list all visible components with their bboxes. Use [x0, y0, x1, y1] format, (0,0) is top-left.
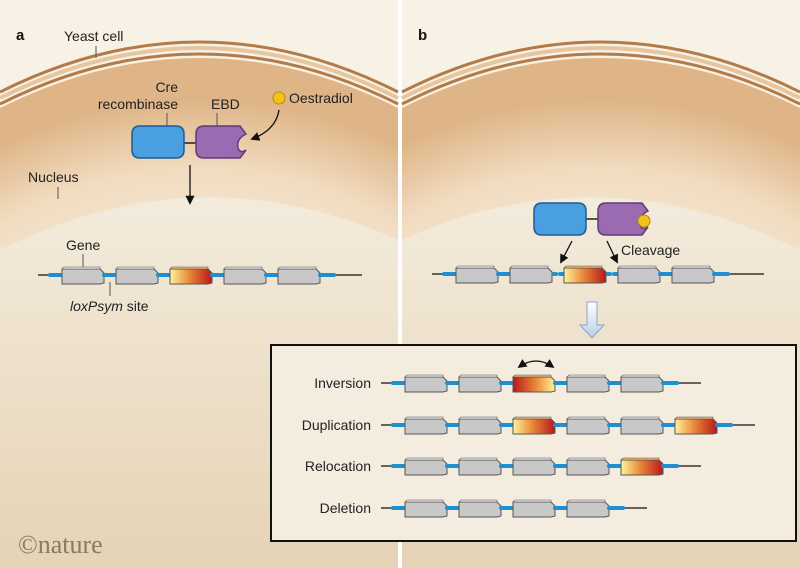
gene: [277, 266, 321, 285]
cleavage-arrow-left: [560, 240, 573, 264]
nature-logo: ©nature: [18, 530, 103, 559]
oestradiol-label: Oestradiol: [289, 90, 353, 106]
cleavage-label: Cleavage: [621, 242, 680, 258]
gene: [458, 499, 502, 518]
nucleus-label: Nucleus: [28, 169, 79, 185]
target-gene: [169, 266, 213, 285]
gene: [404, 457, 448, 476]
gene: [223, 266, 267, 285]
outcome-label: Relocation: [305, 458, 371, 474]
gene: [566, 416, 610, 435]
yeast-cell-label: Yeast cell: [64, 28, 123, 44]
gene: [512, 499, 556, 518]
cell-membrane-b: [401, 52, 800, 106]
gene: [61, 266, 105, 285]
gene: [566, 374, 610, 393]
cleavage-arrow-right: [606, 240, 618, 264]
ebd-shape: [195, 125, 248, 159]
gene: [617, 265, 661, 284]
gene-track-a: [38, 266, 362, 285]
cre-label-line2: recombinase: [98, 96, 178, 112]
gene: [404, 499, 448, 518]
gene: [620, 416, 664, 435]
gene: [404, 374, 448, 393]
panel-b-letter: b: [418, 27, 427, 44]
cell-wall-outer-b: [401, 40, 800, 94]
gene: [458, 457, 502, 476]
oestradiol-icon: [272, 91, 286, 105]
oestradiol-binding-arrow: [250, 109, 280, 141]
outcome-row: Deletion: [320, 499, 647, 518]
cell-membrane-a: [0, 52, 399, 106]
loxpsym-suffix: site: [123, 298, 149, 314]
outcome-row: Relocation: [305, 457, 701, 476]
outcome-arrow-icon: [578, 301, 606, 339]
inversion-arrow-icon: [517, 359, 555, 369]
panel-divider: [398, 0, 402, 568]
outcome-label: Inversion: [314, 375, 371, 391]
cell-wall-outer-a: [0, 40, 399, 94]
gene: [620, 374, 664, 393]
bound-oestradiol-icon: [637, 214, 651, 228]
loxpsym-italic: loxPsym: [70, 298, 123, 314]
gene: [566, 499, 610, 518]
outcome-row: Inversion: [314, 359, 701, 393]
gene: [458, 374, 502, 393]
ebd-label: EBD: [211, 96, 240, 112]
target-gene: [512, 374, 556, 393]
target-gene: [620, 457, 664, 476]
gene: [671, 265, 715, 284]
gene: [404, 416, 448, 435]
cre-recombinase-shape-b: [533, 202, 587, 236]
cell-wall-mid-a: [0, 46, 399, 100]
outcome-label: Deletion: [320, 500, 371, 516]
cre-label-line1: Cre: [155, 79, 178, 95]
cre-ebd-protein-a: [131, 125, 248, 159]
outcome-label: Duplication: [302, 417, 371, 433]
target-gene: [674, 416, 718, 435]
cell-wall-mid-b: [401, 46, 800, 100]
gene: [115, 266, 159, 285]
gene: [509, 265, 553, 284]
gene-track-b: [432, 265, 764, 284]
panel-a-letter: a: [16, 27, 25, 44]
gene: [455, 265, 499, 284]
gene: [512, 457, 556, 476]
target-gene: [512, 416, 556, 435]
gene: [458, 416, 502, 435]
gene: [566, 457, 610, 476]
target-gene: [563, 265, 607, 284]
outcome-row: Duplication: [302, 416, 755, 435]
cre-ebd-protein-b: [533, 202, 651, 236]
cre-recombinase-shape: [131, 125, 185, 159]
loxpsym-label: loxPsym site: [70, 298, 149, 314]
gene-label: Gene: [66, 237, 100, 253]
